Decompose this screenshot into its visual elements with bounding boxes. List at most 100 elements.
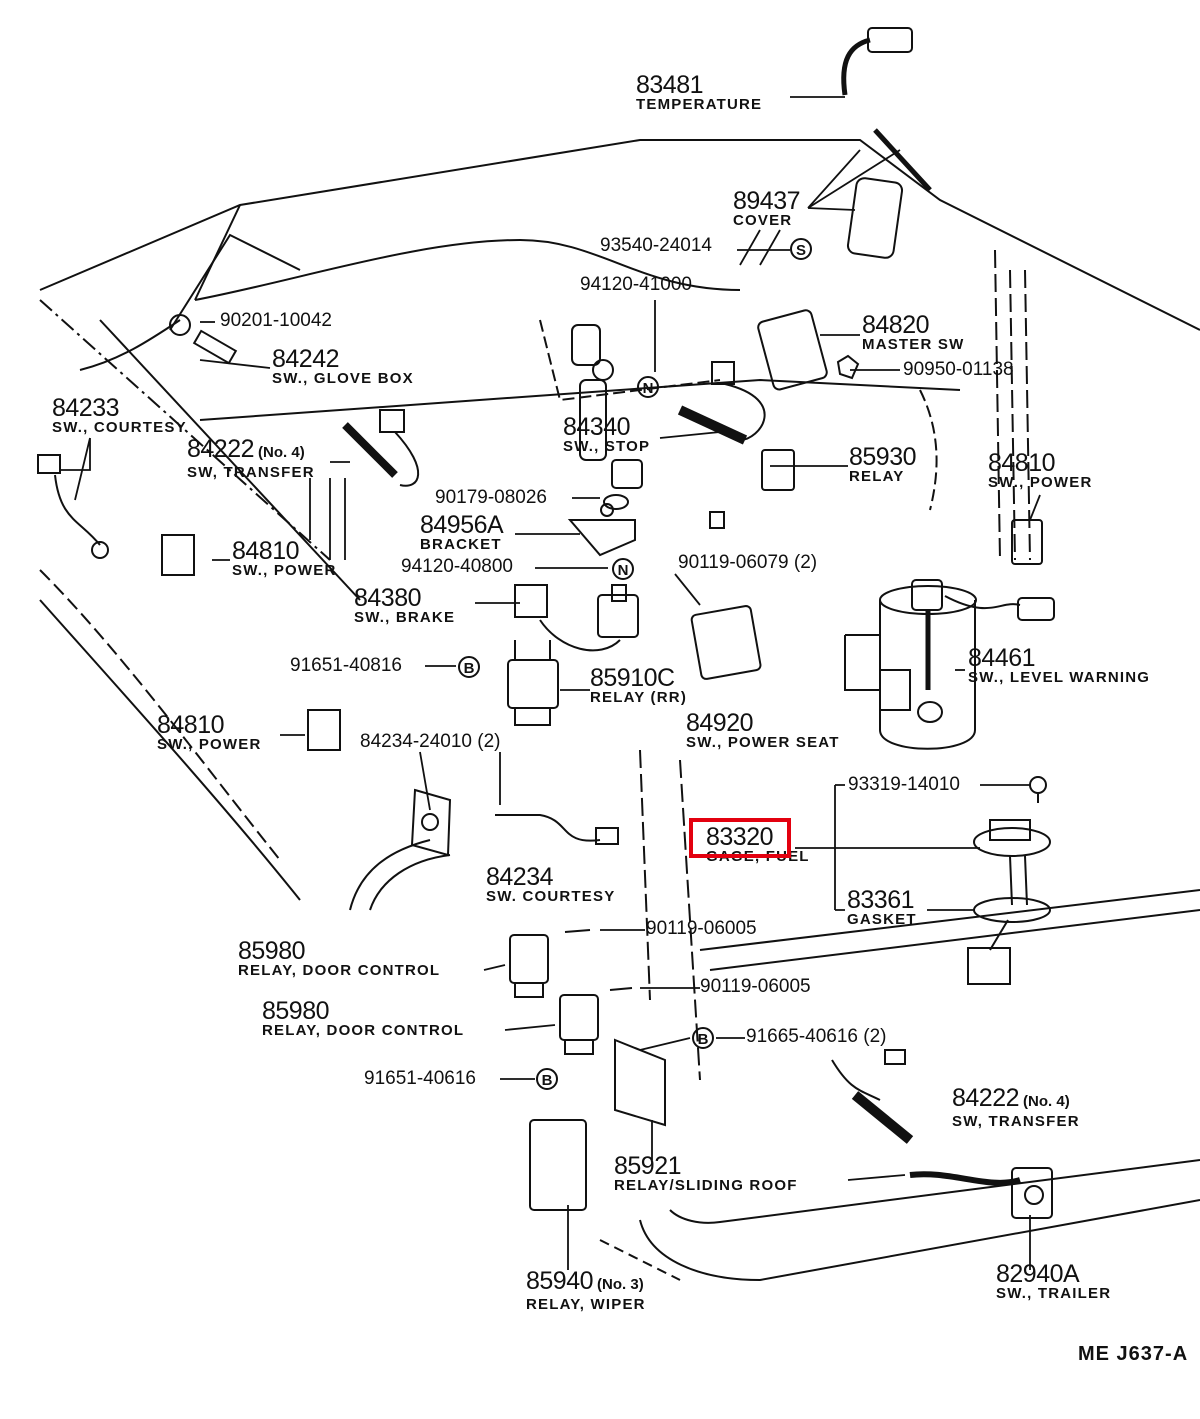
part-number-text: 85980: [262, 997, 330, 1025]
part-description: SW., BRAKE: [354, 609, 456, 626]
part-number: 84956A: [420, 511, 504, 539]
drawing-code: ME J637-A: [1078, 1343, 1189, 1365]
part-description: SW., TRAILER: [996, 1285, 1112, 1302]
part-number: 85980: [262, 997, 464, 1025]
component-sketches: [37, 27, 1055, 1219]
fastener-90950-01138[interactable]: 90950-01138: [903, 359, 1014, 380]
part-number-text: 84242: [272, 345, 340, 373]
part-number-text: 84820: [862, 311, 930, 339]
part-description: SW., POWER SEAT: [686, 734, 840, 751]
fastener-93540-24014[interactable]: 93540-24014: [600, 235, 712, 256]
fastener-symbol-b-icon: B: [536, 1068, 558, 1090]
part-number-text: 82940A: [996, 1260, 1080, 1288]
part-description: RELAY, DOOR CONTROL: [262, 1022, 465, 1039]
part-number: 84242: [272, 345, 414, 373]
fastener-91651-40816[interactable]: 91651-40816: [290, 655, 402, 676]
callout-84222[interactable]: 84222(No. 4)SW, TRANSFER: [187, 435, 315, 482]
callout-84222[interactable]: 84222(No. 4)SW, TRANSFER: [952, 1084, 1080, 1131]
part-number-text: 84956A: [420, 511, 504, 539]
part-description: RELAY, DOOR CONTROL: [238, 962, 441, 979]
part-number-text: 84340: [563, 413, 631, 441]
fastener-84234-24010[interactable]: 84234-24010 (2): [360, 731, 501, 752]
fastener-90119-06079[interactable]: 90119-06079 (2): [678, 552, 818, 573]
part-number: 84222(No. 4): [952, 1084, 1080, 1113]
fastener-94120-41000[interactable]: 94120-41000: [580, 274, 692, 295]
part-number-text: 85930: [849, 443, 917, 471]
part-number: 85921: [614, 1154, 798, 1179]
fastener-93319-14010[interactable]: 93319-14010: [848, 774, 960, 795]
part-number: 84820: [862, 311, 964, 339]
fastener-symbol-n-icon: N: [637, 376, 659, 398]
part-number: 85940(No. 3): [526, 1267, 646, 1296]
callout-85940[interactable]: 85940(No. 3)RELAY, WIPER: [526, 1267, 646, 1314]
part-number: 89437: [733, 189, 801, 214]
fastener-90119-06005[interactable]: 90119-06005: [646, 918, 757, 939]
part-number: 84461: [968, 644, 1150, 672]
part-number-text: 85910C: [590, 664, 675, 692]
part-number: 83320: [706, 823, 810, 851]
fastener-90119-06005[interactable]: 90119-06005: [700, 976, 811, 997]
highlight-box: [689, 818, 791, 858]
part-description: SW., COURTESY: [52, 419, 187, 436]
part-description: SW., GLOVE BOX: [272, 370, 414, 387]
part-number-text: 85940: [526, 1267, 594, 1295]
part-description: BRACKET: [420, 536, 502, 553]
part-description: SW., POWER: [232, 562, 337, 579]
part-quantity: (No. 4): [258, 444, 305, 461]
part-number-text: 84222: [187, 435, 255, 463]
part-number-text: 84222: [952, 1084, 1020, 1112]
part-number-text: 84380: [354, 584, 422, 612]
fastener-90201-10042[interactable]: 90201-10042: [220, 310, 332, 331]
part-number: 85930: [849, 443, 917, 471]
fastener-91665-40616[interactable]: 91665-40616 (2): [746, 1026, 887, 1047]
part-number-text: 83320: [706, 823, 774, 851]
part-quantity: (No. 3): [597, 1276, 644, 1293]
part-number-text: 84234: [486, 863, 554, 891]
part-description: SW., POWER: [988, 474, 1093, 491]
part-number-text: 84461: [968, 644, 1036, 672]
part-number: 84222(No. 4): [187, 435, 315, 464]
fastener-symbol-n-icon: N: [612, 558, 634, 580]
fastener-90179-08026[interactable]: 90179-08026: [435, 487, 547, 508]
part-number: 83481: [636, 73, 762, 98]
fastener-91651-40616[interactable]: 91651-40616: [364, 1068, 476, 1089]
part-description: RELAY/SLIDING ROOF: [614, 1177, 798, 1194]
fastener-94120-40800[interactable]: 94120-40800: [401, 556, 513, 577]
part-number-text: 84920: [686, 709, 754, 737]
part-number: 85910C: [590, 664, 687, 692]
part-quantity: (No. 4): [1023, 1093, 1070, 1110]
part-description: SW, TRANSFER: [187, 464, 315, 481]
part-number: 83361: [847, 888, 917, 913]
leader-lines: [60, 96, 1041, 1270]
part-description: SW. COURTESY: [486, 888, 616, 905]
part-description: RELAY: [849, 468, 905, 485]
part-description: SW., STOP: [563, 438, 651, 455]
part-number: 84234: [486, 863, 615, 891]
part-number-text: 84233: [52, 394, 120, 422]
part-description: RELAY (RR): [590, 689, 688, 706]
part-description: SW., LEVEL WARNING: [968, 669, 1151, 686]
